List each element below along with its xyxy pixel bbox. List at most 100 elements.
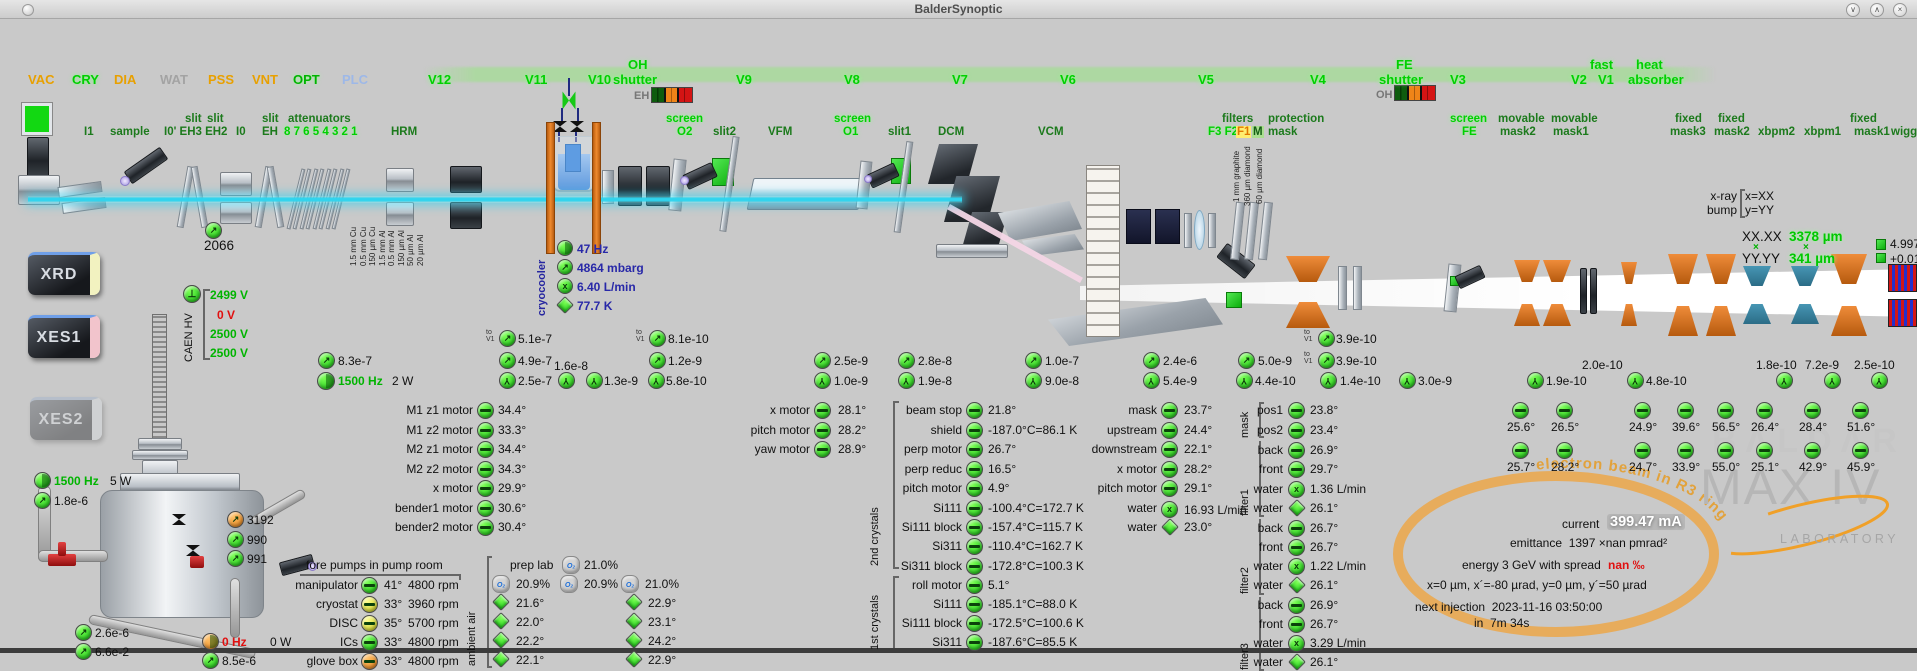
motor-indicator-icon[interactable] — [1852, 442, 1869, 459]
fe-shutter-label[interactable]: shutter — [1379, 72, 1424, 87]
fe-shutter-label[interactable]: FE — [1396, 57, 1413, 72]
motor-indicator-icon[interactable] — [966, 461, 983, 478]
gauge-indicator-icon[interactable] — [814, 352, 831, 369]
pump-indicator-icon[interactable] — [1871, 372, 1888, 389]
pump-indicator-icon[interactable] — [1776, 372, 1793, 389]
motor-indicator-icon[interactable] — [1288, 461, 1305, 478]
motor-indicator-icon[interactable] — [1288, 597, 1305, 614]
gauge-indicator-icon[interactable] — [202, 652, 219, 669]
valve-v5[interactable]: V5 — [1198, 72, 1214, 87]
gauge-indicator-icon[interactable] — [227, 511, 244, 528]
motor-indicator-icon[interactable] — [966, 634, 983, 651]
nav-opt[interactable]: OPT — [293, 72, 320, 87]
motor-indicator-icon[interactable] — [1512, 402, 1529, 419]
motor-indicator-icon[interactable] — [1634, 402, 1651, 419]
motor-indicator-icon[interactable] — [966, 538, 983, 555]
motor-indicator-icon[interactable] — [361, 577, 378, 594]
close-icon[interactable]: × — [1893, 3, 1907, 17]
motor-indicator-icon[interactable] — [1852, 402, 1869, 419]
ground-indicator-icon[interactable] — [183, 285, 201, 303]
valve-v7[interactable]: V7 — [952, 72, 968, 87]
motor-indicator-icon[interactable] — [477, 519, 494, 536]
fast-absorber-label[interactable]: fast — [1590, 57, 1614, 72]
gauge-indicator-icon[interactable] — [318, 352, 335, 369]
pump-indicator-icon[interactable] — [1236, 372, 1253, 389]
xes2-button[interactable]: XES2 — [30, 397, 102, 440]
motor-indicator-icon[interactable] — [966, 441, 983, 458]
motor-indicator-icon[interactable] — [1161, 402, 1178, 419]
gauge-indicator-icon[interactable] — [649, 352, 666, 369]
pump-indicator-icon[interactable] — [1320, 372, 1337, 389]
valve-v2[interactable]: V2 — [1571, 72, 1587, 87]
motor-indicator-icon[interactable] — [1677, 402, 1694, 419]
valve-v11[interactable]: V11 — [525, 72, 548, 87]
pump-indicator-icon[interactable] — [814, 372, 831, 389]
flow-indicator-icon[interactable] — [1288, 635, 1305, 652]
motor-indicator-icon[interactable] — [966, 519, 983, 536]
valve-v3[interactable]: V3 — [1450, 72, 1466, 87]
motor-indicator-icon[interactable] — [1161, 441, 1178, 458]
motor-indicator-icon[interactable] — [966, 402, 983, 419]
nav-pss[interactable]: PSS — [208, 72, 235, 87]
motor-indicator-icon[interactable] — [1161, 461, 1178, 478]
motor-indicator-icon[interactable] — [1717, 402, 1734, 419]
flow-indicator-icon[interactable] — [1161, 501, 1178, 518]
gauge-indicator-icon[interactable] — [649, 330, 666, 347]
pump-indicator-icon[interactable] — [499, 372, 516, 389]
nav-wat[interactable]: WAT — [160, 72, 188, 87]
motor-indicator-icon[interactable] — [1756, 402, 1773, 419]
valve-v12[interactable]: V12 — [428, 72, 452, 87]
nav-plc[interactable]: PLC — [342, 72, 368, 87]
motor-indicator-icon[interactable] — [1512, 442, 1529, 459]
temp-indicator-icon[interactable] — [625, 631, 643, 649]
pump-indicator-icon[interactable] — [1627, 372, 1644, 389]
motor-indicator-icon[interactable] — [1717, 442, 1734, 459]
heat-absorber-label[interactable]: heat — [1636, 57, 1663, 72]
motor-indicator-icon[interactable] — [966, 577, 983, 594]
gauge-indicator-icon[interactable] — [1318, 330, 1335, 347]
pump-indicator-icon[interactable] — [1824, 372, 1841, 389]
pump-indicator-icon[interactable] — [558, 372, 575, 389]
motor-indicator-icon[interactable] — [1288, 616, 1305, 633]
xes1-button[interactable]: XES1 — [28, 315, 100, 358]
motor-indicator-icon[interactable] — [477, 441, 494, 458]
motor-indicator-icon[interactable] — [1161, 480, 1178, 497]
pump-indicator-icon[interactable] — [1399, 372, 1416, 389]
valve-v10[interactable]: V10 — [588, 72, 612, 87]
motor-indicator-icon[interactable] — [966, 558, 983, 575]
valve-v8[interactable]: V8 — [844, 72, 860, 87]
nav-vnt[interactable]: VNT — [252, 72, 278, 87]
motor-indicator-icon[interactable] — [1634, 442, 1651, 459]
gauge-indicator-icon[interactable] — [1143, 352, 1160, 369]
motor-indicator-icon[interactable] — [361, 634, 378, 651]
motor-indicator-icon[interactable] — [1288, 422, 1305, 439]
valve-v9[interactable]: V9 — [736, 72, 752, 87]
gauge-indicator-icon[interactable] — [499, 330, 516, 347]
temp-indicator-icon[interactable] — [492, 631, 510, 649]
o2-indicator-icon[interactable] — [560, 575, 578, 593]
gauge-indicator-icon[interactable] — [75, 624, 92, 641]
xrd-button[interactable]: XRD — [28, 252, 100, 295]
motor-indicator-icon[interactable] — [477, 422, 494, 439]
valve-v4[interactable]: V4 — [1310, 72, 1326, 87]
motor-indicator-icon[interactable] — [966, 422, 983, 439]
oh-shutter-label[interactable]: shutter — [613, 72, 658, 87]
nav-cry[interactable]: CRY — [72, 72, 99, 87]
maximize-icon[interactable]: ∧ — [1870, 3, 1884, 17]
motor-indicator-icon[interactable] — [1288, 539, 1305, 556]
o2-indicator-icon[interactable] — [621, 575, 639, 593]
motor-indicator-icon[interactable] — [477, 402, 494, 419]
motor-indicator-icon[interactable] — [1556, 442, 1573, 459]
motor-indicator-icon[interactable] — [814, 441, 831, 458]
motor-indicator-icon[interactable] — [814, 402, 831, 419]
temp-indicator-icon[interactable] — [625, 612, 643, 630]
motor-indicator-icon[interactable] — [1804, 442, 1821, 459]
pump-indicator-icon[interactable] — [586, 372, 603, 389]
motor-indicator-icon[interactable] — [1556, 402, 1573, 419]
pump-indicator-icon[interactable] — [1527, 372, 1544, 389]
motor-indicator-icon[interactable] — [966, 615, 983, 632]
motor-indicator-icon[interactable] — [1161, 422, 1178, 439]
motor-indicator-icon[interactable] — [1677, 442, 1694, 459]
gauge-indicator-icon[interactable] — [557, 259, 573, 275]
motor-indicator-icon[interactable] — [1288, 442, 1305, 459]
